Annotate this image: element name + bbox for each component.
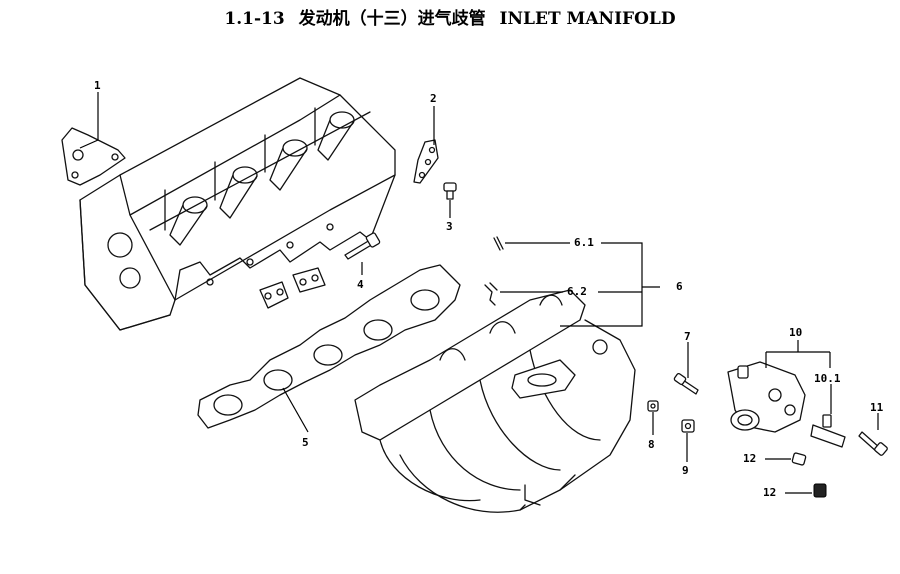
part-12-cap <box>813 483 827 498</box>
part-6-intake-manifold <box>354 289 636 513</box>
leader-lines <box>79 92 879 494</box>
part-12-plug <box>791 452 807 466</box>
callout-7: 7 <box>684 330 691 343</box>
callout-8: 8 <box>648 438 655 451</box>
callout-4: 4 <box>357 278 364 291</box>
callout-10: 10 <box>789 326 802 339</box>
part-2-bracket <box>413 139 439 184</box>
cylinder-head <box>79 77 396 331</box>
part-8-nut <box>647 400 659 412</box>
callout-6-1: 6.1 <box>574 236 594 249</box>
callout-12-cap: 12 <box>763 486 776 499</box>
part-6-2-fitting <box>484 282 498 306</box>
callout-5: 5 <box>302 436 309 449</box>
callout-3: 3 <box>446 220 453 233</box>
callout-6-2: 6.2 <box>567 285 587 298</box>
part-10-1-tube <box>810 414 846 448</box>
callout-6: 6 <box>676 280 683 293</box>
port-gaskets <box>259 267 326 309</box>
callout-1: 1 <box>94 79 101 92</box>
callout-2: 2 <box>430 92 437 105</box>
part-6-1-pin <box>493 236 504 251</box>
part-9-nut <box>681 419 695 433</box>
callout-12-plug: 12 <box>743 452 756 465</box>
part-11-bolt <box>858 431 888 456</box>
title-chinese: 发动机（十三）进气歧管 <box>298 9 486 29</box>
part-7-bolt <box>673 372 699 395</box>
diagram-title: 1.1-13 发动机（十三）进气歧管 INLET MANIFOLD <box>0 4 900 29</box>
part-4-stud <box>344 232 381 260</box>
part-10-housing <box>727 361 806 433</box>
title-english: INLET MANIFOLD <box>499 9 676 29</box>
callout-11: 11 <box>870 401 884 414</box>
title-code: 1.1-13 <box>224 9 285 29</box>
callout-9: 9 <box>682 464 689 477</box>
part-5-gasket <box>197 264 461 429</box>
callout-10-1: 10.1 <box>814 372 841 385</box>
part-1-bracket <box>61 127 126 186</box>
part-3-bolt <box>443 182 457 200</box>
